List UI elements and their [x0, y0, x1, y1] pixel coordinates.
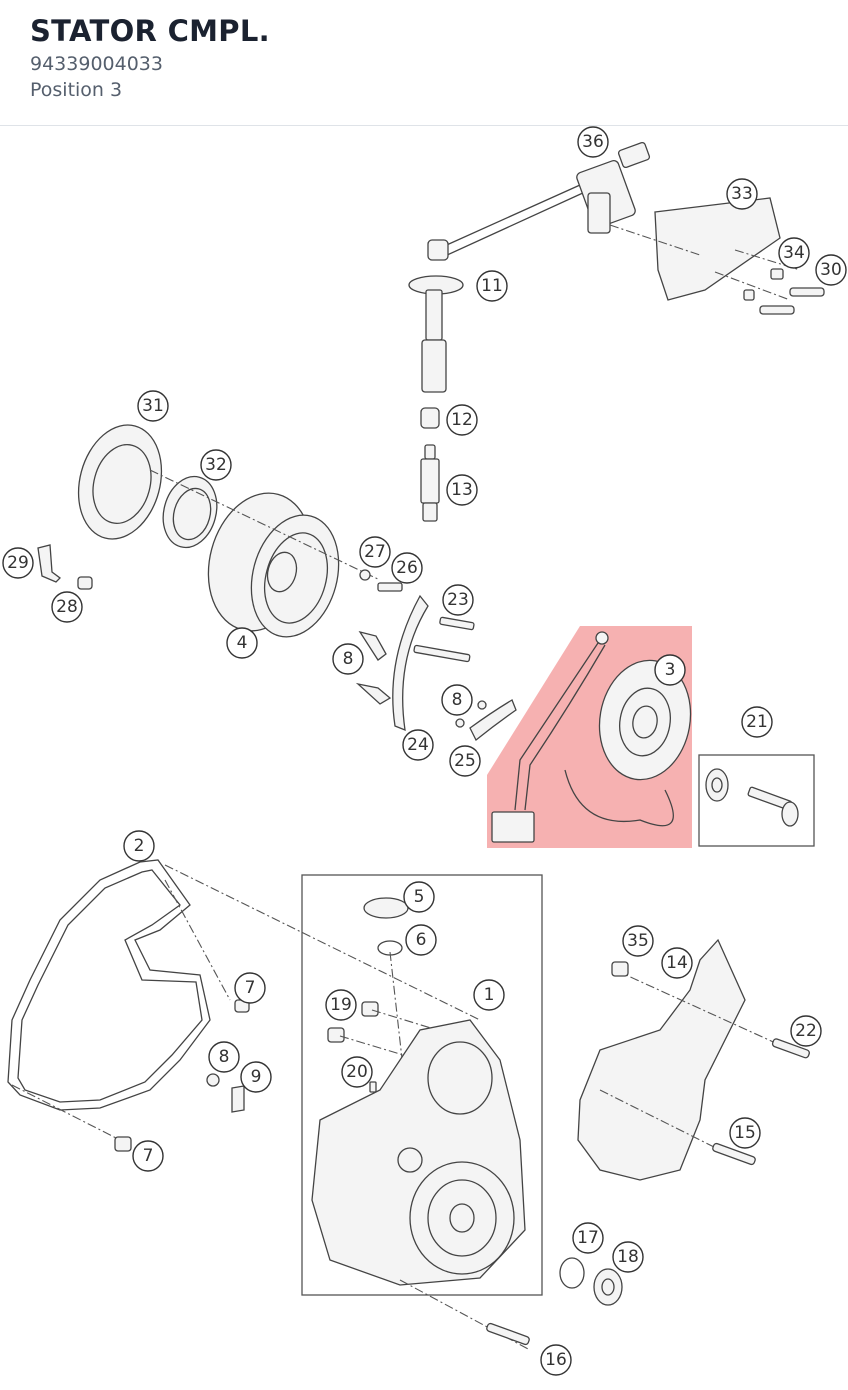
ignition-coil-group [408, 141, 825, 393]
callout-28[interactable]: 28 [51, 591, 83, 623]
callout-20[interactable]: 20 [341, 1056, 373, 1088]
callout-22[interactable]: 22 [790, 1015, 822, 1047]
callout-label: 21 [746, 712, 768, 732]
exploded-parts-diagram: 36 33 34 30 11 12 13 31 32 29 28 27 26 2… [2, 126, 847, 1376]
callout-17[interactable]: 17 [572, 1222, 604, 1254]
callout-8[interactable]: 8 [441, 684, 473, 716]
callout-33[interactable]: 33 [726, 178, 758, 210]
callout-21[interactable]: 21 [741, 706, 773, 738]
callout-label: 12 [451, 410, 473, 430]
callout-label: 8 [343, 649, 354, 669]
callout-13[interactable]: 13 [446, 474, 478, 506]
callout-14[interactable]: 14 [661, 947, 693, 979]
callout-label: 34 [783, 243, 805, 263]
callout-16[interactable]: 16 [540, 1344, 572, 1376]
callout-27[interactable]: 27 [359, 536, 391, 568]
callout-24[interactable]: 24 [402, 729, 434, 761]
callout-label: 11 [481, 276, 503, 296]
callout-30[interactable]: 30 [815, 254, 847, 286]
callout-4[interactable]: 4 [226, 627, 258, 659]
callout-label: 9 [251, 1067, 262, 1087]
part-title: STATOR CMPL. [30, 14, 270, 48]
callout-7[interactable]: 7 [132, 1140, 164, 1172]
detail-box-bolt [698, 754, 815, 847]
callout-29[interactable]: 29 [2, 547, 34, 579]
seal-plug-group [399, 1257, 623, 1351]
callout-34[interactable]: 34 [778, 237, 810, 269]
part-number: 94339004033 [30, 53, 163, 75]
callout-label: 26 [396, 558, 418, 578]
callout-label: 4 [237, 633, 248, 653]
callout-35[interactable]: 35 [622, 925, 654, 957]
callout-3[interactable]: 3 [654, 654, 686, 686]
spark-plug-group [420, 407, 440, 522]
callout-8[interactable]: 8 [208, 1041, 240, 1073]
callout-label: 22 [795, 1021, 817, 1041]
callout-label: 23 [447, 590, 469, 610]
callout-label: 8 [219, 1047, 230, 1067]
callout-5[interactable]: 5 [403, 881, 435, 913]
flywheel-group [37, 424, 403, 638]
clutch-cover-group [301, 874, 543, 1296]
callout-label: 20 [346, 1062, 368, 1082]
callout-label: 17 [577, 1228, 599, 1248]
callout-26[interactable]: 26 [391, 552, 423, 584]
callout-label: 13 [451, 480, 473, 500]
callout-1[interactable]: 1 [473, 979, 505, 1011]
part-position: Position 3 [30, 79, 123, 101]
callout-label: 7 [143, 1146, 154, 1166]
callout-label: 31 [142, 396, 164, 416]
callout-6[interactable]: 6 [405, 924, 437, 956]
callout-label: 18 [617, 1247, 639, 1267]
callout-label: 7 [245, 978, 256, 998]
callout-label: 6 [416, 930, 427, 950]
cover-gasket-group [7, 859, 481, 1152]
callout-label: 35 [627, 931, 649, 951]
ignition-cover-group [577, 938, 810, 1181]
callout-15[interactable]: 15 [729, 1117, 761, 1149]
callout-label: 32 [205, 455, 227, 475]
callout-label: 27 [364, 542, 386, 562]
callout-7[interactable]: 7 [234, 972, 266, 1004]
callout-label: 33 [731, 184, 753, 204]
callout-label: 5 [414, 887, 425, 907]
callout-label: 36 [582, 132, 604, 152]
callout-31[interactable]: 31 [137, 390, 169, 422]
callout-label: 25 [454, 751, 476, 771]
callout-label: 16 [545, 1350, 567, 1370]
callout-label: 15 [734, 1123, 756, 1143]
stator-complete[interactable] [487, 626, 700, 848]
callout-label: 28 [56, 597, 78, 617]
pickup-guide-group [355, 594, 517, 742]
callout-19[interactable]: 19 [325, 989, 357, 1021]
callout-label: 3 [665, 660, 676, 680]
callout-label: 19 [330, 995, 352, 1015]
callout-label: 14 [666, 953, 688, 973]
callout-8[interactable]: 8 [332, 643, 364, 675]
callout-2[interactable]: 2 [123, 830, 155, 862]
callout-9[interactable]: 9 [240, 1061, 272, 1093]
part-header: STATOR CMPL. 94339004033 Position 3 [0, 0, 848, 126]
callout-12[interactable]: 12 [446, 404, 478, 436]
callout-label: 2 [134, 836, 145, 856]
callout-11[interactable]: 11 [476, 270, 508, 302]
callout-label: 1 [484, 985, 495, 1005]
callout-18[interactable]: 18 [612, 1241, 644, 1273]
callout-25[interactable]: 25 [449, 745, 481, 777]
callout-label: 30 [820, 260, 842, 280]
callout-36[interactable]: 36 [577, 126, 609, 158]
callout-label: 24 [407, 735, 429, 755]
callout-23[interactable]: 23 [442, 584, 474, 616]
callout-label: 8 [452, 690, 463, 710]
callout-label: 29 [7, 553, 29, 573]
callout-32[interactable]: 32 [200, 449, 232, 481]
